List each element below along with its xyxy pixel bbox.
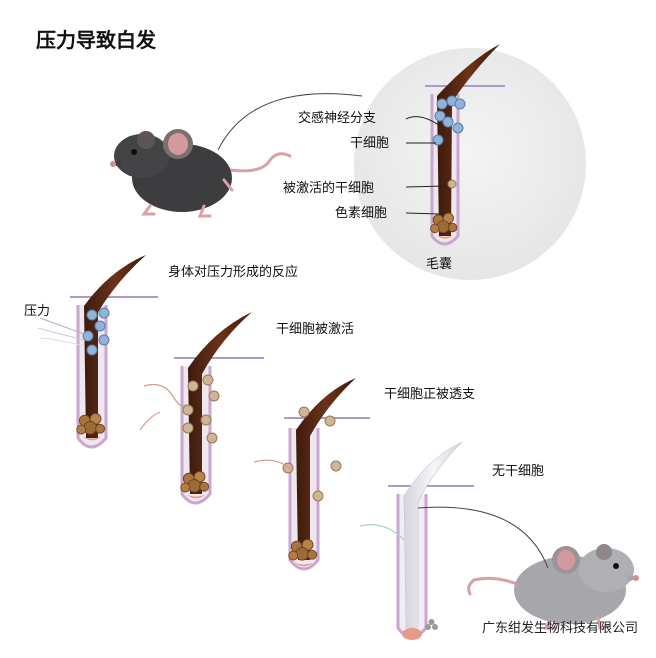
follicle-depleting: [253, 378, 370, 571]
activated-pointer: [405, 185, 447, 188]
gray-mouse-connector: [417, 506, 549, 569]
label-stress: 压力: [24, 304, 51, 319]
melanocyte-pointer: [405, 212, 441, 215]
label-activated-stem-cell: 被激活的干细胞: [283, 181, 375, 196]
follicle-activated: [139, 312, 264, 505]
zoom-circle: [354, 48, 586, 280]
label-stem-cell: 干细胞: [350, 136, 390, 151]
zoom-connector: [217, 93, 363, 151]
dark-mouse: [110, 129, 292, 218]
label-sympathetic-nerve: 交感神经分支: [298, 111, 377, 126]
follicle-stress: [37, 255, 158, 449]
label-follicle: 毛囊: [426, 257, 453, 272]
zoom-follicle: [425, 44, 505, 246]
wechat-icon: [425, 619, 438, 630]
gray-mouse: [467, 544, 639, 630]
watermark-text: 广东绀发生物科技有限公司: [481, 621, 638, 636]
page-title: 压力导致白发: [36, 28, 156, 52]
label-stem-activated: 干细胞被激活: [276, 322, 355, 337]
label-no-stem: 无干细胞: [492, 464, 545, 479]
follicle-white: [359, 441, 474, 640]
watermark: 广东绀发生物科技有限公司: [482, 617, 638, 636]
label-melanocyte: 色素细胞: [335, 206, 388, 221]
label-stress-response: 身体对压力形成的反应: [168, 265, 299, 280]
label-stem-depleting: 干细胞正被透支: [384, 387, 476, 402]
nerve-pointer: [405, 116, 441, 127]
